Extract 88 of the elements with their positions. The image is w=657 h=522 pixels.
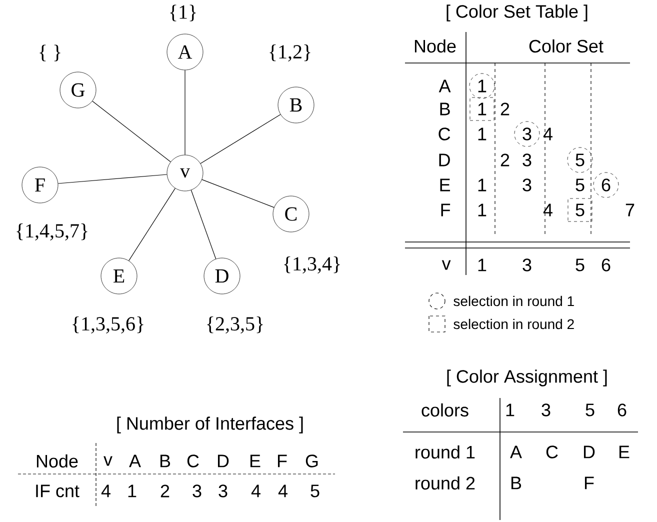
graph-node: G — [60, 72, 96, 108]
row-header: v — [442, 260, 451, 270]
table-cell: C — [187, 454, 199, 468]
graph-node: D — [204, 258, 240, 294]
table-cell: 3 — [522, 258, 532, 272]
table-cell: 4 — [543, 128, 552, 140]
graph-node: v — [166, 154, 204, 192]
legend-text: selection in round 2 — [454, 318, 574, 330]
table-cell: 1 — [478, 178, 486, 192]
table-title: [ Color Set Table ] — [446, 4, 588, 22]
row-header: A — [438, 80, 451, 92]
table-cell: 6 — [618, 404, 626, 416]
table-cell: B — [160, 454, 170, 468]
color-set-label: {1,3,4} — [284, 256, 340, 274]
color-set-label: {1,4,5,7} — [16, 224, 88, 240]
table-cell: 3 — [522, 178, 532, 192]
table-cell: 5 — [310, 484, 320, 498]
table-cell: 3 — [542, 404, 550, 416]
table-cell: 4 — [251, 484, 260, 498]
selected-cell: 1 — [469, 73, 495, 99]
table-cell: E — [250, 454, 260, 468]
row-header: B — [440, 102, 450, 116]
table-cell: B — [511, 476, 522, 490]
selected-cell: 5 — [567, 147, 593, 173]
table-cell: 1 — [478, 204, 486, 216]
table-cell: F — [584, 476, 594, 490]
table-cell: 2 — [160, 484, 170, 498]
column-header: Color Set — [529, 39, 604, 53]
color-set-label: {2,3,5} — [207, 316, 263, 334]
color-set-label: {1,2} — [270, 44, 310, 62]
table-cell: 4 — [101, 484, 110, 498]
row-header: C — [438, 128, 450, 140]
graph-node: B — [278, 86, 314, 124]
row-header: round 2 — [416, 476, 475, 490]
table-cell: 1 — [478, 258, 486, 272]
table-cell: 5 — [586, 404, 594, 416]
table-cell: C — [546, 446, 558, 458]
legend-text: selection in round 1 — [454, 296, 574, 306]
edge — [184, 70, 186, 156]
table-cell: 2 — [500, 102, 510, 116]
table-cell: E — [619, 446, 630, 458]
table-cell: A — [129, 454, 141, 468]
row-header: round 1 — [416, 445, 475, 459]
row-header: Node — [36, 454, 78, 468]
graph-node: C — [272, 196, 310, 232]
graph-node: A — [166, 34, 204, 70]
row-header: F — [441, 204, 450, 216]
color-set-label: {1,3,5,6} — [72, 316, 144, 334]
table-cell: 4 — [543, 204, 552, 216]
edge — [92, 100, 171, 162]
table-cell: 1 — [506, 404, 514, 416]
edge — [202, 179, 274, 208]
table-cell: 4 — [278, 484, 288, 498]
table-cell: A — [510, 446, 522, 458]
table-title: [ Number of Interfaces ] — [117, 416, 303, 434]
edge — [190, 190, 216, 260]
row-header: colors — [422, 403, 468, 417]
table-cell: G — [306, 454, 318, 468]
column-header: Node — [414, 39, 456, 53]
table-cell: 1 — [478, 128, 486, 140]
table-cell: 3 — [522, 154, 532, 166]
edge — [128, 188, 176, 261]
selected-cell: 5 — [568, 198, 592, 222]
edge — [200, 114, 281, 164]
color-set-label: {1} — [170, 4, 196, 22]
selected-cell: 6 — [593, 172, 619, 198]
table-cell: 5 — [576, 258, 584, 272]
table-cell: D — [584, 446, 595, 458]
row-header: D — [439, 154, 450, 166]
table-cell: 2 — [500, 154, 510, 166]
table-cell: 7 — [626, 204, 634, 216]
table-cell: D — [218, 454, 229, 468]
selected-cell: 3 — [514, 121, 540, 147]
table-cell: 3 — [192, 484, 202, 498]
color-set-label: { } — [40, 44, 60, 62]
table-title: [ Color Assignment ] — [447, 370, 607, 386]
table-cell: 5 — [576, 178, 584, 192]
table-cell: 6 — [602, 258, 610, 272]
row-header: E — [440, 178, 450, 192]
table-cell: v — [104, 456, 112, 466]
graph-node: E — [100, 258, 138, 294]
table-cell: 1 — [128, 484, 136, 498]
table-cell: 3 — [218, 484, 228, 498]
graph-node: F — [22, 166, 58, 204]
edge — [58, 174, 168, 184]
row-header: IF cnt — [36, 484, 80, 498]
table-cell: F — [278, 454, 287, 468]
selected-cell: 1 — [470, 97, 494, 121]
